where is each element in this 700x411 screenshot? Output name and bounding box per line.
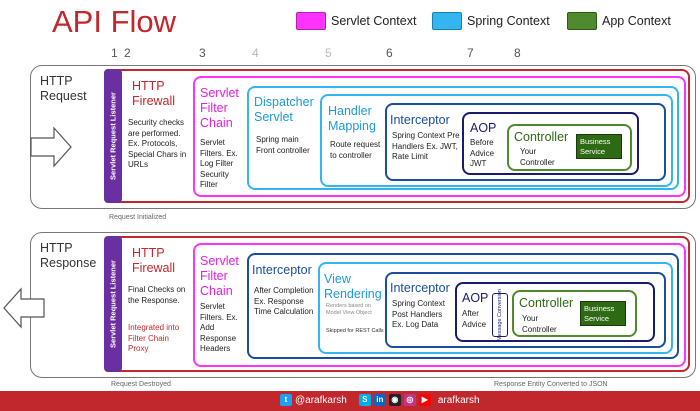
message-conversion-box: Message Conversion — [492, 289, 508, 341]
twitter-icon[interactable]: t — [280, 394, 292, 406]
firewall-title: HTTP Firewall — [132, 79, 176, 108]
step-number: 5 — [325, 46, 332, 60]
response-firewall-text: Final Checks on the Response. — [128, 285, 186, 305]
response-interceptor1-text: After Completion Ex. Response Time Calcu… — [254, 286, 314, 316]
arrow-right-icon — [30, 126, 72, 168]
firewall-text: Security checks are performed. Ex. Proto… — [128, 118, 187, 169]
interceptor-outline — [385, 103, 666, 181]
response-aop-outline — [455, 282, 655, 342]
spring-swatch — [432, 12, 462, 30]
response-interceptor2-outline — [385, 272, 666, 348]
legend-spring-context: Spring Context — [432, 12, 550, 30]
listener-label: Servlet Request Listener — [108, 260, 118, 348]
request-initialized-note: Request Initialized — [109, 214, 167, 221]
response-servlet-request-listener: Servlet Request Listener — [104, 236, 122, 372]
app-swatch — [567, 12, 597, 30]
http-response-label: HTTP Response — [40, 241, 97, 270]
view-rendering-title: View Rendering — [324, 272, 382, 301]
response-filter-chain-outline — [193, 243, 686, 367]
request-destroyed-note: Request Destroyed — [111, 381, 171, 388]
handler-mapping-text: Route request to controller — [330, 140, 381, 160]
response-filter-chain-text: Servlet Filters. Ex. Add Response Header… — [200, 302, 238, 353]
legend-label: App Context — [602, 14, 671, 28]
servlet-swatch — [296, 12, 326, 30]
response-interceptor2-text: Spring Context Post Handlers Ex. Log Dat… — [392, 299, 445, 329]
step-number: 6 — [386, 46, 393, 60]
response-aop-title: AOP — [462, 291, 489, 305]
step-number: 3 — [199, 46, 206, 60]
filter-chain-title: Servlet Filter Chain — [200, 86, 239, 130]
arrow-left-icon — [3, 287, 45, 329]
response-entity-note: Response Entity Converted to JSON — [494, 381, 608, 388]
instagram-icon[interactable]: ◎ — [403, 394, 416, 406]
message-conversion-label: Message Conversion — [497, 289, 503, 341]
filter-chain-text: Servlet Filters. Ex. Log Filter Security… — [200, 138, 238, 189]
step-number: 7 — [467, 46, 474, 60]
aop-title: AOP — [470, 121, 497, 135]
response-interceptor2-title: Interceptor — [390, 281, 450, 295]
view-rendering-text2: Skipped for REST Calls — [326, 328, 384, 334]
response-controller-outline — [512, 290, 637, 337]
business-service-box: Business Service — [576, 134, 622, 159]
response-interceptor-outline — [247, 253, 679, 359]
response-aop-text: After Advice — [462, 309, 487, 329]
step-number: 4 — [252, 46, 259, 60]
filter-chain-outline — [193, 76, 686, 197]
legend-app-context: App Context — [567, 12, 671, 30]
aop-text: Before Advice JWT — [470, 138, 495, 168]
response-controller-text: Your Controller — [522, 314, 557, 334]
servlet-request-listener: Servlet Request Listener — [104, 69, 122, 203]
view-rendering-outline — [318, 262, 673, 354]
response-filter-chain-title: Servlet Filter Chain — [200, 254, 239, 298]
aop-outline — [462, 112, 639, 175]
response-firewall-title: HTTP Firewall — [132, 246, 176, 275]
step-number: 8 — [514, 46, 521, 60]
github-icon[interactable]: ◉ — [388, 394, 401, 406]
dispatcher-text: Spring main Front controller — [256, 135, 310, 155]
controller-text: Your Controller — [520, 147, 555, 167]
step-number: 1 — [111, 46, 118, 60]
interceptor-text: Spring Context Pre Handlers Ex. JWT, Rat… — [392, 131, 460, 161]
response-interceptor1-title: Interceptor — [252, 263, 312, 277]
interceptor-title: Interceptor — [390, 113, 450, 127]
legend-label: Spring Context — [467, 14, 550, 28]
step-number: 2 — [124, 46, 131, 60]
skype-icon[interactable]: S — [358, 394, 371, 406]
handler-mapping-title: Handler Mapping — [328, 104, 376, 133]
legend-label: Servlet Context — [331, 14, 417, 28]
footer-handle[interactable]: arafkarsh — [437, 394, 480, 406]
response-firewall-text2: Integrated into Filter Chain Proxy — [128, 323, 180, 353]
dispatcher-outline — [247, 86, 679, 190]
dispatcher-title: Dispatcher Servlet — [254, 95, 314, 124]
view-rendering-text: Renders based on Model View Object — [326, 303, 372, 316]
response-business-service-box: Business Service — [580, 301, 626, 326]
legend-servlet-context: Servlet Context — [296, 12, 416, 30]
twitter-handle[interactable]: @arafkarsh — [295, 394, 347, 406]
page-title: API Flow — [52, 4, 177, 39]
listener-label: Servlet Request Listener — [108, 92, 118, 180]
handler-mapping-outline — [320, 94, 673, 187]
http-request-label: HTTP Request — [40, 74, 87, 103]
controller-outline — [507, 124, 632, 171]
youtube-icon[interactable]: ▶ — [418, 394, 431, 406]
linkedin-icon[interactable]: in — [373, 394, 386, 406]
controller-title: Controller — [514, 130, 569, 144]
response-controller-title: Controller — [519, 296, 574, 310]
footer-bar: t @arafkarsh S in ◉ ◎ ▶ arafkarsh — [0, 391, 700, 411]
